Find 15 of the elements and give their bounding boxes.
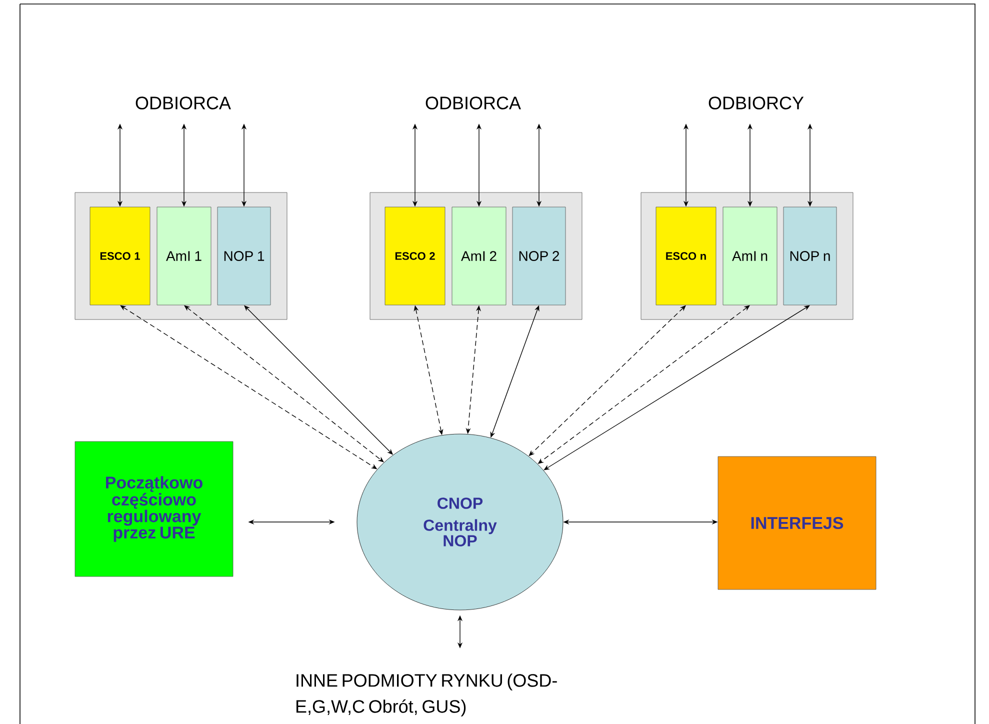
cell-box: AmI 1 — [156, 206, 212, 306]
info-box: INTERFEJS — [718, 456, 876, 590]
cell-box: AmI n — [722, 206, 778, 306]
heading-text: ODBIORCY — [708, 96, 804, 110]
cell-box: NOP n — [783, 206, 837, 306]
cell-box: ESCO 1 — [90, 206, 150, 306]
info-box: Początkowo częściowo regulowany przez URE — [74, 441, 234, 577]
caption-text: INNE PODMIOTY RYNKU (OSD- E,G,W,C Obrót, GUS) — [296, 674, 557, 716]
cell-box: ESCO n — [656, 206, 716, 306]
cell-box: NOP 2 — [512, 206, 566, 306]
cell-box: NOP 1 — [217, 206, 271, 306]
cell-box: AmI 2 — [452, 206, 506, 306]
cell-box: ESCO 2 — [384, 206, 446, 306]
heading-text: ODBIORCA — [136, 96, 231, 110]
heading-text: ODBIORCA — [426, 96, 521, 110]
